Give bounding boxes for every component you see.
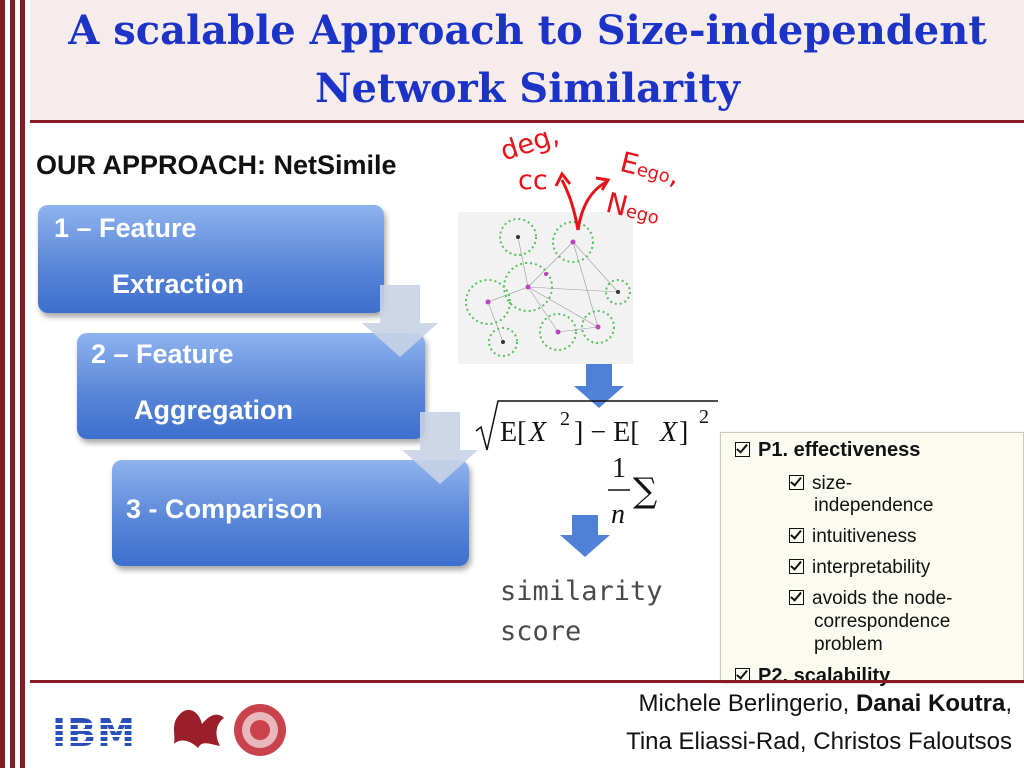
- formula-x2: X: [659, 417, 678, 448]
- item-label: interpretability: [812, 557, 930, 578]
- title-line-2: Network Similarity: [35, 60, 1020, 118]
- footer-divider: [30, 680, 1024, 683]
- item-label: avoids the node-: [812, 588, 953, 609]
- property-item-cont: correspondence: [814, 611, 950, 633]
- formula-exp1: 2: [560, 408, 570, 430]
- p2-label: P2. scalability: [758, 665, 890, 687]
- authors-line-1: Michele Berlingerio, Danai Koutra,: [626, 685, 1012, 723]
- property-item: size-: [789, 473, 852, 495]
- title-line-1: A scalable Approach to Size-independent: [35, 2, 1020, 60]
- frame-stripe: [10, 0, 15, 768]
- aggregation-formulas: E[ X 2 ] − E[ X ] 2 1 n ∑: [470, 395, 720, 535]
- title-divider: [30, 120, 1024, 123]
- item-label: size-: [812, 473, 852, 494]
- output-line-2: score: [500, 612, 663, 652]
- formula-close: ]: [679, 417, 688, 448]
- step-1-line-1: 1 – Feature: [54, 213, 197, 244]
- frame-stripe: [0, 0, 5, 768]
- e-subscript: ego: [635, 159, 673, 187]
- authors-line-2: Tina Eliassi-Rad, Christos Faloutsos: [626, 723, 1012, 761]
- property-item: intuitiveness: [789, 526, 917, 548]
- dragon-logo: [174, 710, 224, 748]
- checkbox-icon: [735, 442, 750, 457]
- properties-box: P1. effectiveness size- independence int…: [720, 432, 1024, 682]
- ibm-logo: IBM: [52, 711, 136, 755]
- arrow-down-icon: [362, 285, 438, 357]
- p1-label: P1. effectiveness: [758, 439, 920, 461]
- property-item: interpretability: [789, 557, 930, 579]
- property-item-cont: independence: [814, 495, 933, 517]
- approach-heading: OUR APPROACH: NetSimile: [36, 150, 397, 181]
- step-2-line-2: Aggregation: [134, 395, 293, 426]
- formula-exp2: 2: [699, 406, 709, 428]
- slide-title: A scalable Approach to Size-independent …: [35, 2, 1020, 118]
- mean-numerator: 1: [612, 453, 626, 484]
- formula-e1: E[: [500, 417, 526, 448]
- step-2-line-1: 2 – Feature: [91, 339, 234, 370]
- similarity-score-label: similarity score: [500, 572, 663, 652]
- author-comma: ,: [1005, 690, 1012, 717]
- step-1-line-2: Extraction: [112, 269, 244, 300]
- author-berlingerio: Michele Berlingerio,: [639, 690, 856, 717]
- author-list: Michele Berlingerio, Danai Koutra, Tina …: [626, 685, 1012, 761]
- checkbox-icon: [789, 475, 804, 490]
- sum-symbol: ∑: [633, 471, 657, 511]
- step-3-label: 3 - Comparison: [126, 494, 323, 525]
- checkbox-icon: [789, 590, 804, 605]
- formula-mid: ] − E[: [574, 417, 640, 448]
- step-feature-extraction: 1 – Feature Extraction: [38, 205, 384, 313]
- property-item-cont: problem: [814, 634, 883, 656]
- frame-stripe: [20, 0, 25, 768]
- annotation-cc: cc: [518, 165, 548, 196]
- checkbox-icon: [789, 559, 804, 574]
- e-comma: ,: [667, 158, 684, 192]
- mean-denominator: n: [611, 499, 625, 530]
- checkbox-icon: [789, 528, 804, 543]
- property-p1: P1. effectiveness: [735, 439, 920, 462]
- institution-logos: IBM: [30, 684, 300, 768]
- formula-x1: X: [528, 417, 547, 448]
- logos: IBM: [30, 684, 300, 768]
- arrow-down-icon: [402, 412, 478, 484]
- output-line-1: similarity: [500, 572, 663, 612]
- author-koutra: Danai Koutra: [856, 690, 1005, 717]
- property-item: avoids the node-: [789, 588, 953, 610]
- item-label: intuitiveness: [812, 526, 917, 547]
